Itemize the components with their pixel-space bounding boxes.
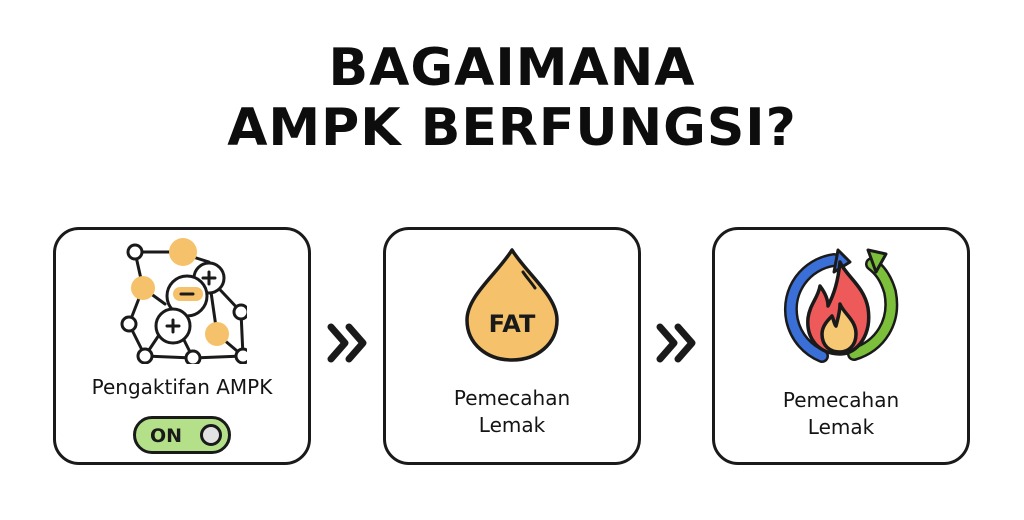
double-chevron-right-icon [327, 321, 371, 365]
toggle-knob [200, 424, 222, 446]
step-label-line-2: Lemak [807, 415, 875, 439]
title-line-2: AMPK BERFUNGSI? [227, 98, 797, 158]
step-card-fat-breakdown: FAT Pemecahan Lemak [383, 227, 641, 465]
fat-label: FAT [489, 310, 536, 338]
step-label: Pengaktifan AMPK [91, 375, 273, 399]
fire-cycle-icon [715, 246, 967, 364]
fat-droplet-icon: FAT [386, 244, 638, 364]
step-label: Pemecahan Lemak [386, 385, 638, 439]
step-label: Pemecahan Lemak [715, 387, 967, 441]
double-chevron-right-icon [656, 321, 700, 365]
molecule-network-icon [56, 238, 308, 364]
title-line-1: BAGAIMANA [328, 38, 696, 98]
step-label-line-1: Pemecahan [453, 386, 571, 410]
step-label-line-2: Lemak [478, 413, 546, 437]
page-title: BAGAIMANA AMPK BERFUNGSI? [0, 38, 1024, 158]
on-toggle[interactable]: ON [133, 416, 231, 454]
toggle-label: ON [150, 425, 183, 447]
step-card-fat-burning: Pemecahan Lemak [712, 227, 970, 465]
step-card-ampk-activation: Pengaktifan AMPK ON [53, 227, 311, 465]
step-label-line-1: Pemecahan [782, 388, 900, 412]
